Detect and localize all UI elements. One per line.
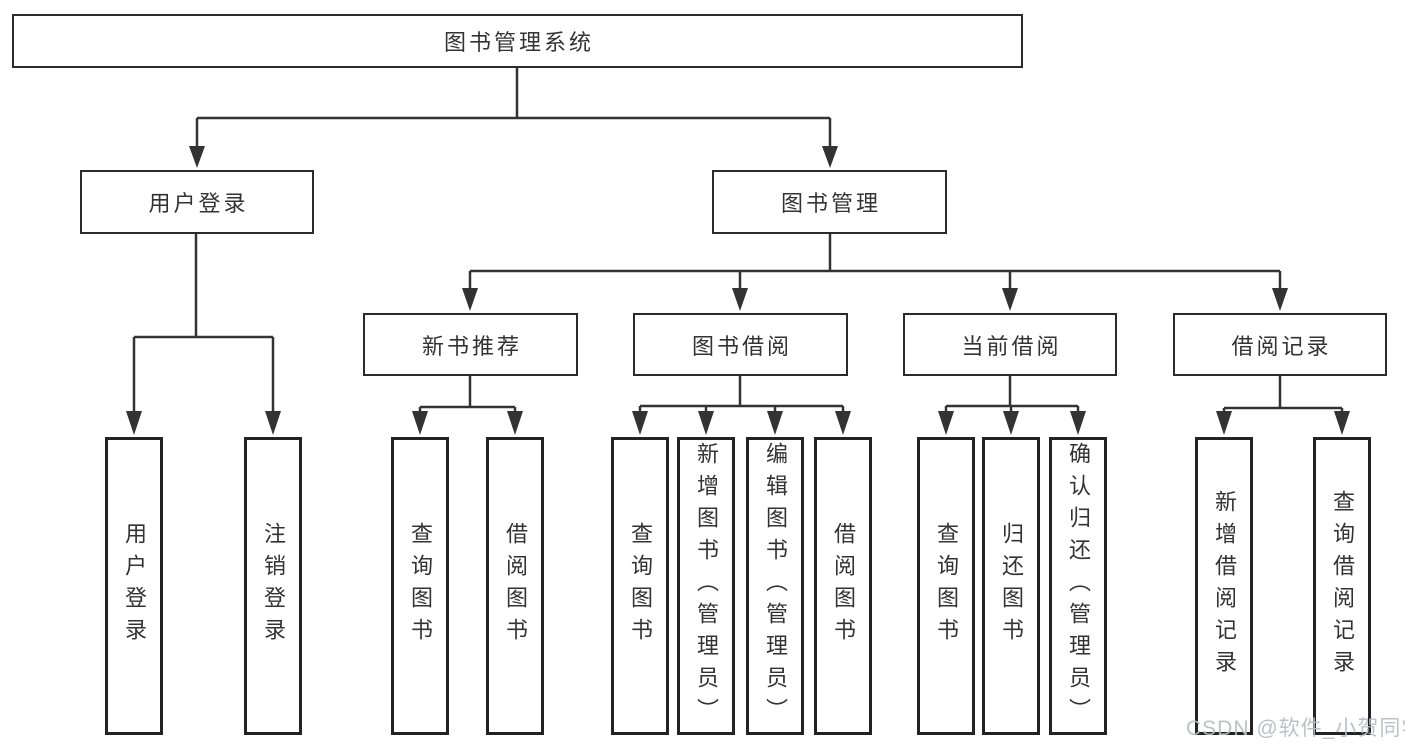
leaf-edit-books-admin: 编辑图书（管理员） [746, 437, 804, 735]
node-label: 用户登录 [148, 191, 249, 216]
watermark: CSDN @软件_小贺同学 [1186, 717, 1405, 740]
connector-book-management-children [462, 234, 1288, 311]
connector-book-borrowing-children [632, 376, 851, 435]
leaf-return-books: 归还图书 [982, 437, 1040, 735]
node-borrowing-records: 借阅记录 [1173, 313, 1387, 376]
connector-borrowing-records-children [1216, 376, 1350, 435]
leaf-query-borrow-record: 查询借阅记录 [1313, 437, 1371, 735]
leaf-add-borrow-record: 新增借阅记录 [1195, 437, 1253, 735]
node-label: 图书管理系统 [443, 30, 594, 55]
node-new-book-recommend: 新书推荐 [363, 313, 578, 376]
connector-new-book-recommend-children [412, 376, 523, 435]
node-label: 图书管理 [780, 191, 881, 216]
node-book-borrowing: 图书借阅 [633, 313, 848, 376]
leaf-add-books-admin: 新增图书（管理员） [677, 437, 735, 735]
leaf-query-books-borrowing: 查询图书 [611, 437, 669, 735]
node-label: 新书推荐 [421, 333, 522, 359]
leaf-query-books-recommend: 查询图书 [391, 437, 449, 735]
leaf-borrow-books-recommend: 借阅图书 [486, 437, 544, 735]
node-current-borrowing: 当前借阅 [903, 313, 1117, 376]
leaf-confirm-return-admin: 确认归还（管理员） [1049, 437, 1107, 735]
node-label: 当前借阅 [961, 333, 1062, 359]
node-book-management: 图书管理 [712, 170, 947, 234]
node-library-management-system: 图书管理系统 [12, 14, 1023, 68]
connector-root-to-level2 [189, 68, 838, 168]
leaf-user-login: 用户登录 [105, 437, 163, 735]
node-label: 借阅记录 [1231, 333, 1332, 359]
connector-user-login-children [126, 234, 281, 435]
leaf-query-books-current: 查询图书 [917, 437, 975, 735]
node-user-login: 用户登录 [80, 170, 314, 234]
leaf-logout: 注销登录 [244, 437, 302, 735]
leaf-borrow-books-borrowing: 借阅图书 [814, 437, 872, 735]
connector-current-borrowing-children [938, 376, 1086, 435]
node-label: 图书借阅 [691, 333, 792, 359]
